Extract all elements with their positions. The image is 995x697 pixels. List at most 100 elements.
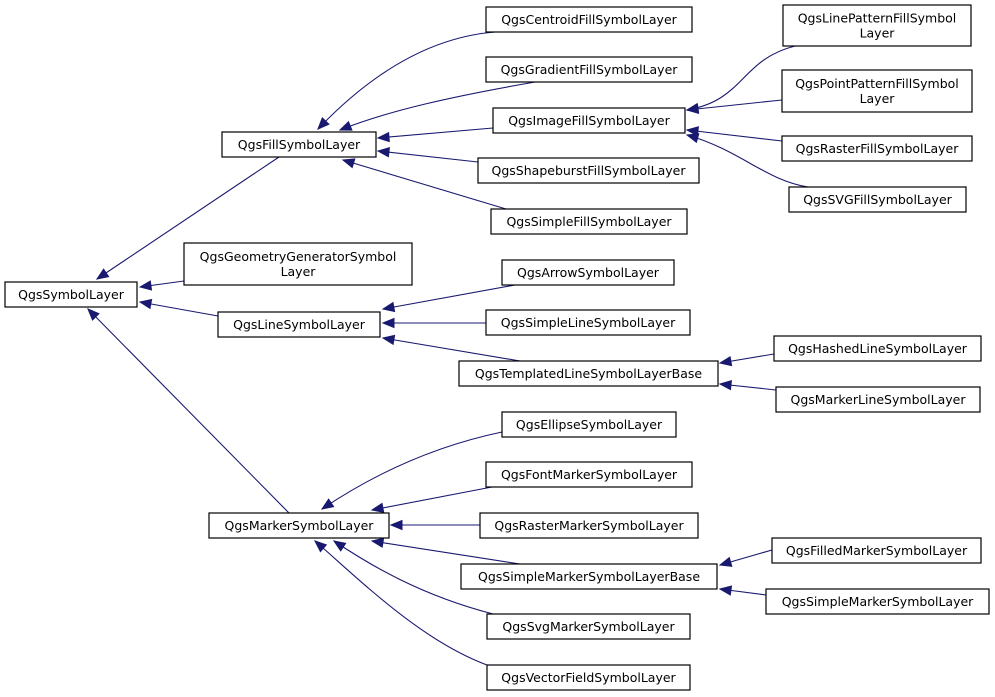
class-node-label: QgsFillSymbolLayer (238, 137, 361, 152)
class-node-box (788, 186, 967, 213)
class-node-simple-line-symbol-layer[interactable]: QgsSimpleLineSymbolLayer (485, 309, 691, 336)
class-node-box (485, 6, 693, 33)
arrowhead-icon (389, 519, 403, 531)
edge-line (686, 134, 809, 188)
class-node-box (782, 4, 972, 47)
class-node-svg-fill-symbol-layer[interactable]: QgsSVGFillSymbolLayer (788, 186, 967, 213)
edge-point-pattern-fill-symbol-layer-to-image-fill-symbol-layer (685, 99, 783, 114)
class-node-simple-marker-symbol-layer[interactable]: QgsSimpleMarkerSymbolLayer (765, 588, 990, 615)
class-node-box (490, 208, 688, 235)
class-node-label: QgsLinePatternFillSymbol (798, 11, 957, 26)
edge-filled-marker-symbol-layer-to-simple-marker-symbol-layer-base (718, 549, 773, 567)
class-node-font-marker-symbol-layer[interactable]: QgsFontMarkerSymbolLayer (485, 461, 693, 488)
class-node-label: QgsSimpleFillSymbolLayer (506, 214, 672, 229)
edge-geometry-generator-symbol-layer-to-symbol-layer (138, 280, 185, 291)
class-node-image-fill-symbol-layer[interactable]: QgsImageFillSymbolLayer (492, 107, 686, 134)
class-node-raster-fill-symbol-layer[interactable]: QgsRasterFillSymbolLayer (781, 135, 973, 162)
edge-line (96, 156, 280, 280)
arrowhead-icon (341, 158, 356, 169)
edge-ellipse-symbol-layer-to-marker-symbol-layer (320, 431, 503, 510)
class-node-box (781, 69, 973, 113)
class-node-symbol-layer[interactable]: QgsSymbolLayer (4, 281, 138, 308)
class-node-label: QgsRasterFillSymbolLayer (796, 141, 960, 156)
class-node-box (460, 563, 718, 590)
edge-raster-fill-symbol-layer-to-image-fill-symbol-layer (685, 126, 783, 142)
edge-line (377, 150, 479, 163)
class-node-shapeburst-fill-symbol-layer[interactable]: QgsShapeburstFillSymbolLayer (477, 157, 700, 184)
arrowhead-icon (381, 317, 395, 329)
arrowhead-icon (320, 498, 335, 510)
edge-simple-marker-symbol-layer-base-to-marker-symbol-layer (370, 537, 521, 565)
class-node-box (492, 107, 686, 134)
class-node-raster-marker-symbol-layer[interactable]: QgsRasterMarkerSymbolLayer (479, 512, 699, 539)
arrowhead-icon (370, 537, 385, 548)
edge-svg-fill-symbol-layer-to-image-fill-symbol-layer (685, 133, 809, 188)
edge-line (321, 431, 503, 510)
arrowhead-icon (685, 133, 700, 144)
class-node-box (485, 309, 691, 336)
class-node-box (773, 335, 982, 362)
class-node-marker-line-symbol-layer[interactable]: QgsMarkerLineSymbolLayer (775, 386, 981, 413)
class-node-label: Layer (281, 264, 317, 279)
edge-fill-symbol-layer-to-symbol-layer (95, 156, 280, 280)
edge-hashed-line-symbol-layer-to-templated-line-symbol-layer-base (718, 353, 775, 367)
class-node-label: QgsLineSymbolLayer (233, 317, 366, 332)
class-node-box (781, 135, 973, 162)
arrowhead-icon (138, 280, 153, 291)
edge-arrow-symbol-layer-to-line-symbol-layer (381, 284, 516, 313)
class-node-gradient-fill-symbol-layer[interactable]: QgsGradientFillSymbolLayer (485, 56, 693, 83)
arrowhead-icon (376, 131, 390, 143)
class-node-label: QgsShapeburstFillSymbolLayer (492, 163, 687, 178)
class-node-label: QgsCentroidFillSymbolLayer (501, 12, 677, 27)
arrowhead-icon (381, 301, 396, 313)
edge-gradient-fill-symbol-layer-to-fill-symbol-layer (338, 81, 536, 131)
arrowhead-icon (95, 268, 110, 280)
class-node-box (479, 512, 699, 539)
edge-line (87, 308, 290, 514)
edge-font-marker-symbol-layer-to-marker-symbol-layer (370, 486, 493, 513)
class-node-vector-field-symbol-layer[interactable]: QgsVectorFieldSymbolLayer (486, 664, 691, 691)
class-node-label: QgsSVGFillSymbolLayer (803, 192, 952, 207)
class-node-svg-marker-symbol-layer[interactable]: QgsSvgMarkerSymbolLayer (486, 613, 691, 640)
arrowhead-icon (718, 355, 733, 367)
class-node-label: QgsGeometryGeneratorSymbol (200, 249, 397, 264)
class-node-box (775, 386, 981, 413)
edge-vector-field-symbol-layer-to-marker-symbol-layer (313, 540, 488, 666)
edge-line-pattern-fill-symbol-layer-to-image-fill-symbol-layer (685, 45, 796, 114)
class-node-filled-marker-symbol-layer[interactable]: QgsFilledMarkerSymbolLayer (771, 537, 982, 564)
class-node-label: QgsSymbolLayer (18, 287, 125, 302)
edge-raster-marker-symbol-layer-to-marker-symbol-layer (389, 519, 480, 531)
class-node-box (485, 461, 693, 488)
class-node-marker-symbol-layer[interactable]: QgsMarkerSymbolLayer (208, 512, 390, 539)
edge-line (382, 337, 521, 362)
edge-svg-marker-symbol-layer-to-marker-symbol-layer (332, 540, 494, 615)
class-node-box (486, 613, 691, 640)
edge-templated-line-symbol-layer-base-to-line-symbol-layer (381, 334, 521, 362)
class-node-simple-fill-symbol-layer[interactable]: QgsSimpleFillSymbolLayer (490, 208, 688, 235)
arrowhead-icon (138, 298, 153, 310)
edge-line (371, 486, 493, 511)
edge-line (382, 284, 516, 310)
edge-line (342, 159, 507, 210)
class-node-hashed-line-symbol-layer[interactable]: QgsHashedLineSymbolLayer (773, 335, 982, 362)
class-node-arrow-symbol-layer[interactable]: QgsArrowSymbolLayer (501, 259, 675, 286)
edge-shapeburst-fill-symbol-layer-to-fill-symbol-layer (376, 147, 479, 163)
class-node-box (486, 664, 691, 691)
class-node-centroid-fill-symbol-layer[interactable]: QgsCentroidFillSymbolLayer (485, 6, 693, 33)
class-node-box (183, 242, 413, 286)
class-node-simple-marker-symbol-layer-base[interactable]: QgsSimpleMarkerSymbolLayerBase (460, 563, 718, 590)
edge-simple-marker-symbol-layer-to-simple-marker-symbol-layer-base (718, 585, 767, 596)
class-node-templated-line-symbol-layer-base[interactable]: QgsTemplatedLineSymbolLayerBase (458, 360, 719, 387)
class-node-label: QgsRasterMarkerSymbolLayer (494, 518, 684, 533)
class-node-ellipse-symbol-layer[interactable]: QgsEllipseSymbolLayer (501, 411, 677, 438)
class-node-line-symbol-layer[interactable]: QgsLineSymbolLayer (217, 311, 381, 338)
class-node-box (4, 281, 138, 308)
arrowhead-icon (376, 147, 390, 158)
class-node-label: QgsImageFillSymbolLayer (508, 113, 670, 128)
class-node-label: QgsSimpleMarkerSymbolLayerBase (478, 569, 700, 584)
class-node-label: Layer (860, 91, 896, 106)
class-node-fill-symbol-layer[interactable]: QgsFillSymbolLayer (221, 131, 377, 158)
